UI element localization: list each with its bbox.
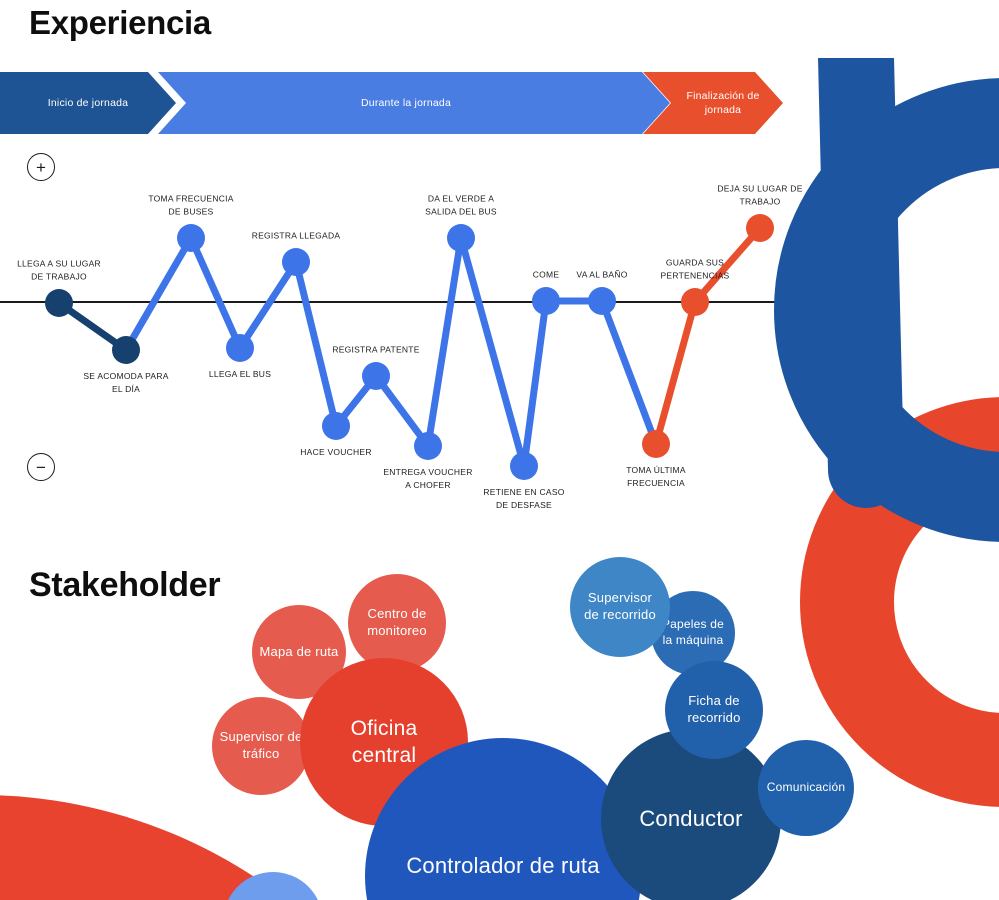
stakeholder-bubble: Centro de monitoreo: [348, 574, 446, 672]
stakeholder-bubble: Conductor: [601, 729, 781, 900]
journey-point-label: REGISTRA PATENTE: [332, 344, 420, 355]
journey-point-label: DEJA SU LUGAR DE TRABAJO: [717, 183, 803, 207]
stakeholder-bubble-label: Mapa de ruta: [259, 643, 339, 659]
decor-red-ring: [800, 397, 999, 807]
journey-point-label: TOMA ÚLTIMA FRECUENCIA: [626, 465, 686, 488]
journey-point: [177, 224, 205, 252]
journey-point-label: TOMA FRECUENCIA DE BUSES: [148, 193, 234, 217]
page-title-experiencia: Experiencia: [29, 4, 211, 41]
stakeholder-bubble-label: Controlador de ruta: [406, 852, 600, 878]
banner-phase-label-inicio: Inicio de jornada: [47, 96, 129, 109]
decor-blue-b-stem: [818, 58, 904, 508]
journey-point-label: SE ACOMODA PARA EL DÍA: [83, 371, 169, 394]
banner-phase-arrow-inicio: [0, 72, 176, 134]
stakeholder-bubble-label: Supervisor de tráfico: [219, 729, 303, 761]
journey-point-label: ENTREGA VOUCHER A CHOFER: [383, 467, 473, 490]
zoom-out-button[interactable]: −: [27, 453, 55, 481]
journey-point-label: GUARDA SUS PERTENENCIAS: [660, 257, 730, 281]
journey-point-label: REGISTRA LLEGADA: [251, 230, 341, 241]
stakeholder-bubble-label: Centro de monitoreo: [367, 606, 427, 638]
journey-segment: [598, 299, 660, 446]
plus-icon: +: [36, 157, 46, 177]
journey-point: [45, 289, 73, 317]
journey-point-label: LLEGA EL BUS: [208, 369, 272, 379]
banner-phase-arrow-durante: [158, 72, 670, 134]
journey-segment: [457, 237, 528, 467]
journey-segment: [692, 225, 763, 305]
journey-point-label: HACE VOUCHER: [300, 447, 372, 457]
journey-segment: [237, 260, 299, 350]
stakeholder-bubble-label: Conductor: [639, 805, 743, 831]
banner-phase-arrow-finalizacion: [643, 72, 783, 134]
minus-icon: −: [36, 457, 46, 477]
journey-segment: [520, 300, 550, 467]
decor-layer: [0, 58, 999, 900]
stakeholder-bubble: Ficha de recorrido: [665, 661, 763, 759]
banner-phase-label-finalizacion: Finalización de jornada: [686, 89, 760, 116]
decor-bottom-left-red-circle: [0, 795, 287, 900]
stakeholder-bubble: Supervisor de tráfico: [212, 697, 310, 795]
journey-point-label: RETIENE EN CASO DE DESFASE: [483, 487, 565, 510]
journey-point: [510, 452, 538, 480]
stakeholder-bubble-label: Oficina central: [350, 716, 418, 767]
journey-segment: [424, 237, 465, 447]
stakeholder-bubble: Supervisor de recorrido: [570, 557, 670, 657]
journey-point: [226, 334, 254, 362]
journey-segment: [122, 236, 195, 352]
journey-point: [681, 288, 709, 316]
banner-phase-label-durante: Durante la jornada: [361, 96, 451, 109]
journey-segment: [187, 236, 244, 350]
journey-point: [642, 430, 670, 458]
journey-point: [532, 287, 560, 315]
journey-point: [282, 248, 310, 276]
journey-point: [362, 362, 390, 390]
journey-point-label: VA AL BAÑO: [576, 269, 628, 280]
stakeholder-bubble-label: Comunicación: [766, 780, 846, 795]
journey-segment: [652, 301, 699, 445]
journey-point: [447, 224, 475, 252]
decor-blue-b-ring: [774, 78, 999, 542]
journey-point: [112, 336, 140, 364]
stakeholder-bubble-label: Ficha de recorrido: [687, 693, 741, 725]
zoom-in-button[interactable]: +: [27, 153, 55, 181]
stakeholder-bubble-label: Papeles de la máquina: [661, 617, 725, 647]
journey-point: [588, 287, 616, 315]
journey-point: [322, 412, 350, 440]
journey-point-label: COME: [532, 269, 560, 280]
stakeholder-bubble: Comunicación: [758, 740, 854, 836]
journey-curve-layer: [0, 214, 822, 480]
page-title-stakeholder: Stakeholder: [29, 566, 221, 604]
journey-point-label: LLEGA A SU LUGAR DE TRABAJO: [17, 258, 101, 282]
stakeholder-bubble-label: Supervisor de recorrido: [584, 590, 656, 622]
journey-point: [746, 214, 774, 242]
journey-point-label: DA EL VERDE A SALIDA DEL BUS: [425, 193, 497, 217]
journey-segment: [292, 261, 340, 427]
journey-point: [414, 432, 442, 460]
journey-segment: [373, 373, 431, 449]
